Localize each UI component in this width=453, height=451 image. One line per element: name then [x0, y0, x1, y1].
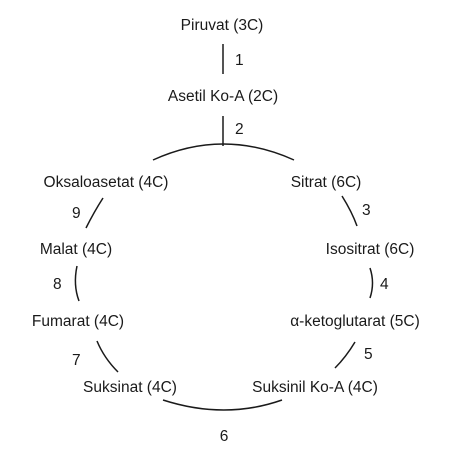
step-2-label: 2: [235, 121, 244, 138]
arc-oksaloasetat-sitrat: [152, 143, 295, 161]
step-5-label: 5: [364, 346, 373, 363]
node-isositrat: Isositrat (6C): [326, 241, 415, 258]
step-7-label: 7: [72, 352, 81, 369]
arc-suksinat-fumarat: [96, 340, 119, 373]
node-ketoglutarat: α-ketoglutarat (5C): [290, 313, 420, 330]
step-4-label: 4: [380, 276, 389, 293]
step-3-label: 3: [362, 202, 371, 219]
arc-fumarat-malat: [74, 265, 80, 302]
node-malat: Malat (4C): [40, 241, 112, 258]
node-sitrat: Sitrat (6C): [291, 174, 362, 191]
step-6-label: 6: [220, 428, 229, 445]
step-8-label: 8: [53, 276, 62, 293]
node-asetil-koa: Asetil Ko-A (2C): [168, 88, 278, 105]
node-oksaloasetat: Oksaloasetat (4C): [44, 174, 169, 191]
arc-sitrat-isositrat: [341, 195, 358, 227]
node-suksinil-koa: Suksinil Ko-A (4C): [252, 379, 378, 396]
step-9-label: 9: [72, 205, 81, 222]
arc-suksinilkoa-suksinat: [162, 399, 283, 411]
arc-ketoglutarat-suksinilkoa: [334, 341, 356, 369]
step-1-label: 1: [235, 52, 244, 69]
node-suksinat: Suksinat (4C): [83, 379, 177, 396]
node-fumarat: Fumarat (4C): [32, 313, 124, 330]
arc-isositrat-ketoglutarat: [369, 267, 374, 299]
node-piruvat: Piruvat (3C): [181, 17, 264, 34]
arc-malat-oksaloasetat: [85, 197, 104, 229]
